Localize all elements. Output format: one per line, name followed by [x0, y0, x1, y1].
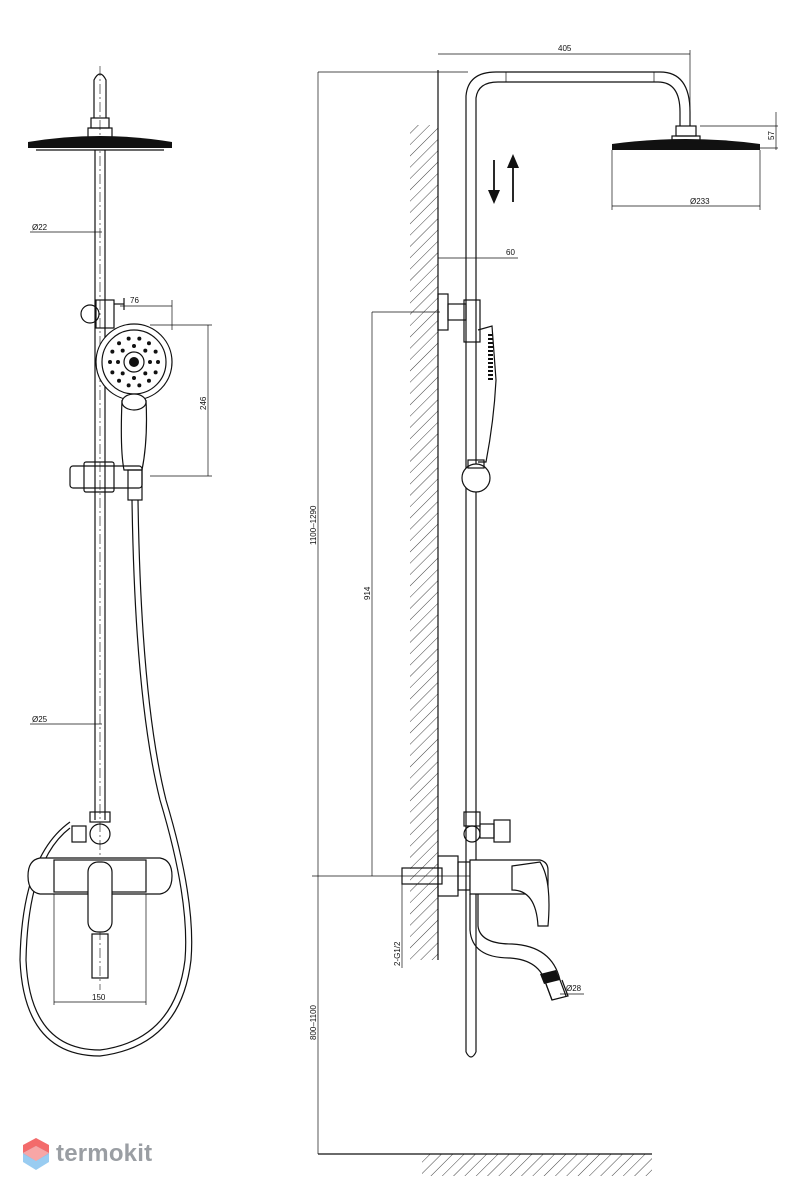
side-spray-nozzle [488, 334, 493, 336]
dim-height-246: 246 [199, 396, 208, 410]
spray-nozzle [153, 370, 158, 375]
spray-nozzle [126, 383, 131, 388]
dim-offset-60: 60 [506, 248, 515, 257]
side-spray-nozzle [488, 338, 493, 340]
spray-nozzle [117, 341, 122, 346]
spray-nozzle [156, 360, 160, 364]
dim-dia-28: Ø28 [566, 984, 582, 993]
spray-nozzle [120, 371, 125, 376]
dim-range-1100-1290: 1100–1290 [309, 505, 318, 545]
side-view: 405 57 Ø233 60 [309, 44, 778, 1176]
spray-nozzle [108, 360, 112, 364]
spray-nozzles [123, 351, 145, 373]
spray-nozzle [110, 349, 115, 354]
side-spray-nozzle [488, 346, 493, 348]
dim-thread-g12: 2-G1/2 [393, 941, 402, 966]
brand-logo: termokit [22, 1137, 152, 1171]
spray-nozzle [117, 378, 122, 383]
side-spray-nozzle [488, 362, 493, 364]
side-spray-nozzle [488, 342, 493, 344]
spray-nozzle [153, 349, 158, 354]
dim-width-405: 405 [558, 44, 572, 53]
up-down-arrows-icon [488, 154, 519, 204]
dim-diameter-233: Ø233 [690, 197, 710, 206]
dim-width-76: 76 [130, 296, 139, 305]
spray-nozzle [137, 336, 142, 341]
side-spray-nozzle [488, 354, 493, 356]
spray-nozzle [126, 336, 131, 341]
spray-nozzle [116, 360, 120, 364]
side-spray-nozzle [488, 370, 493, 372]
spray-nozzle [146, 378, 151, 383]
side-spray-nozzle [488, 374, 493, 376]
spray-nozzle [148, 360, 152, 364]
side-spray-nozzle [488, 366, 493, 368]
spray-nozzle [137, 383, 142, 388]
dim-dia-25: Ø25 [32, 715, 48, 724]
side-spray-nozzle [488, 358, 493, 360]
spray-nozzle [110, 370, 115, 375]
side-spray-nozzle [488, 378, 493, 380]
spray-nozzle [146, 341, 151, 346]
cube-logo-icon [23, 1138, 49, 1170]
side-spray-nozzle [488, 350, 493, 352]
spray-nozzle [132, 344, 136, 348]
dim-spacing-150: 150 [92, 993, 106, 1002]
dim-length-914: 914 [363, 586, 372, 600]
front-view: Ø22 76 246 Ø25 [19, 66, 212, 1057]
dim-height-57: 57 [767, 131, 776, 140]
spray-nozzle [143, 348, 148, 353]
dim-dia-22: Ø22 [32, 223, 48, 232]
spray-nozzle [132, 376, 136, 380]
dim-range-800-1100: 800–1100 [309, 1004, 318, 1040]
brand-name: termokit [56, 1140, 153, 1167]
spray-nozzle [143, 371, 148, 376]
spray-nozzle [120, 348, 125, 353]
